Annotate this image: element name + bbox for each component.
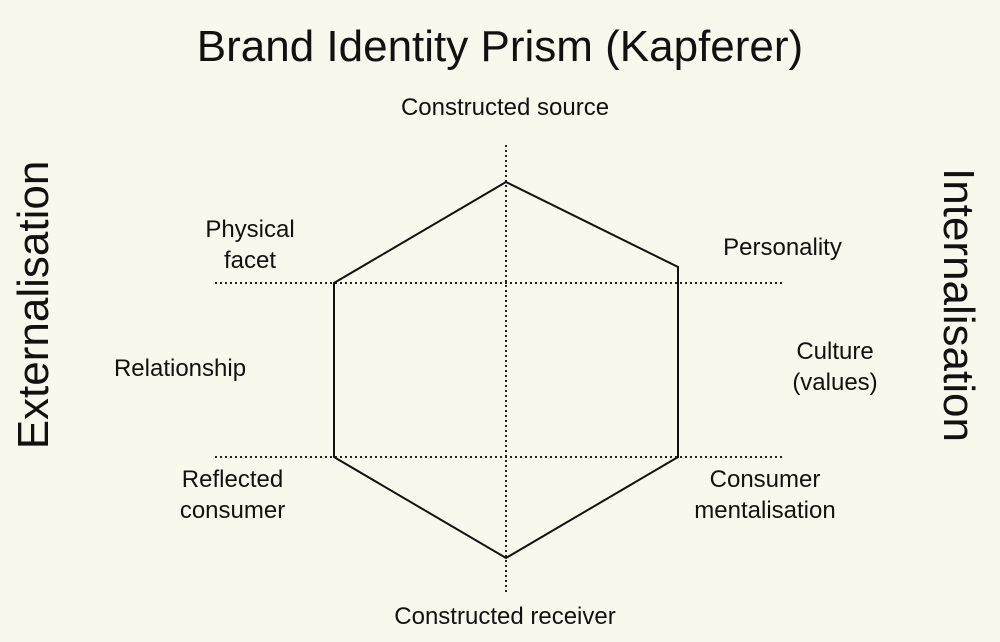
label-relationship: Relationship [113, 355, 247, 382]
label-line: Reflected [181, 466, 284, 493]
label-line: mentalisation [694, 497, 836, 525]
label-personality: Personality [723, 234, 842, 261]
label-constructed-source: Constructed source [400, 94, 610, 121]
label-line: (values) [792, 369, 878, 397]
diagram-title: Brand Identity Prism (Kapferer) [196, 22, 804, 71]
externalisation-axis-label: Externalisation [9, 160, 58, 450]
label-line: Physical [205, 216, 295, 243]
label-culture: Culture (values) [750, 336, 920, 398]
label-physical-facet: Physical facet [160, 214, 340, 276]
label-line: facet [223, 247, 277, 275]
prism-hexagon [333, 180, 679, 560]
label-line: Consumer [709, 466, 821, 493]
label-line: consumer [179, 497, 286, 525]
label-consumer-mentalisation: Consumer mentalisation [665, 464, 865, 526]
internalisation-axis-label: Internalisation [934, 168, 983, 442]
label-line: Culture [796, 338, 874, 365]
label-constructed-receiver: Constructed receiver [394, 603, 616, 630]
label-reflected-consumer: Reflected consumer [140, 464, 325, 526]
